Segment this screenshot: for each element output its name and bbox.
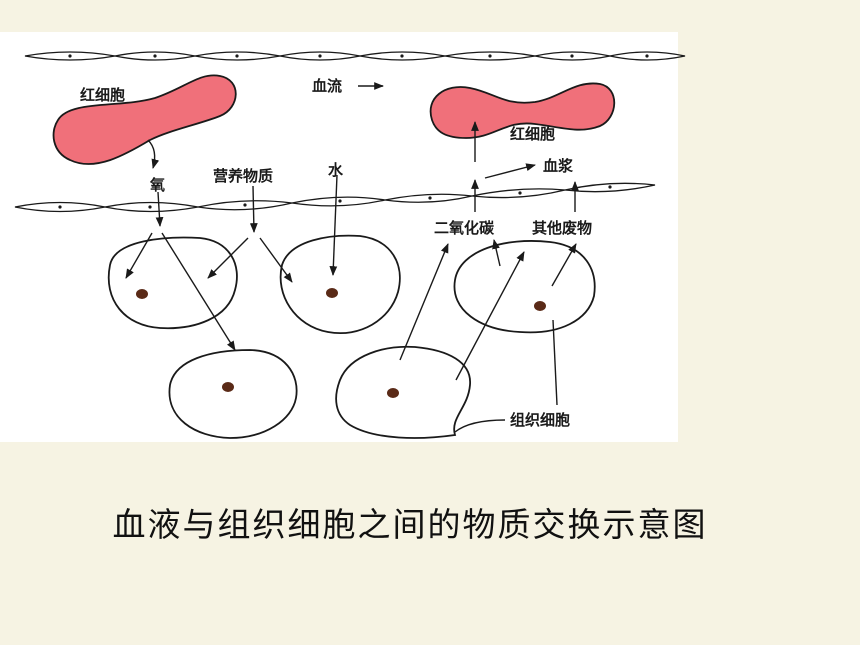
tissue-cell-4 xyxy=(168,349,298,439)
capillary-wall-top xyxy=(24,51,686,61)
label-red-blood-cell-right: 红细胞 xyxy=(510,125,555,143)
label-red-blood-cell-left: 红细胞 xyxy=(80,86,125,104)
tissue-cell-3 xyxy=(453,240,596,334)
label-tissue-cell: 组织细胞 xyxy=(510,411,570,429)
label-other-waste: 其他废物 xyxy=(532,219,592,237)
tissue-cell-2 xyxy=(279,234,401,334)
red-blood-cell-left xyxy=(52,74,237,165)
label-plasma: 血浆 xyxy=(543,157,574,175)
exchange-arrows xyxy=(125,82,579,433)
tissue-cell-5 xyxy=(335,345,471,439)
diagram-caption: 血液与组织细胞之间的物质交换示意图 xyxy=(0,498,860,546)
tissue-cells xyxy=(107,234,596,439)
capillary-wall-bottom xyxy=(14,182,656,213)
tissue-cell-1 xyxy=(107,236,238,330)
label-nutrients: 营养物质 xyxy=(213,167,273,185)
label-carbon-dioxide: 二氧化碳 xyxy=(434,219,495,237)
label-blood-flow: 血流 xyxy=(312,77,342,95)
label-water: 水 xyxy=(328,161,344,179)
cell-nuclei xyxy=(136,288,546,398)
caption-text: 血液与组织细胞之间的物质交换示意图 xyxy=(112,505,708,544)
label-oxygen: 氧 xyxy=(149,176,165,194)
